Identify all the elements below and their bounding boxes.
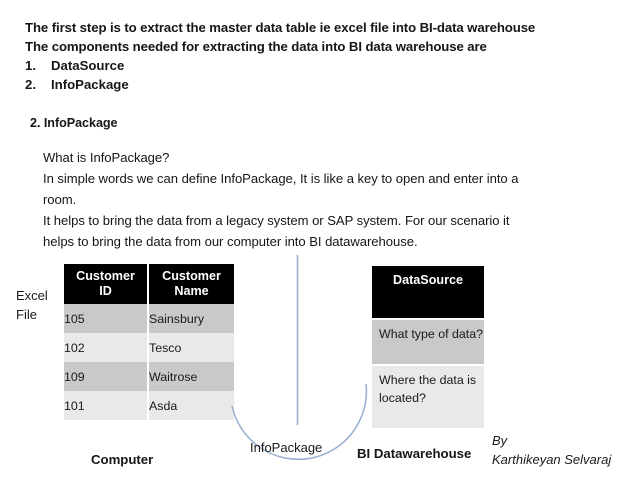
cell-customer-id: 109 <box>64 362 149 391</box>
intro-list-item-2: 2. InfoPackage <box>25 75 625 94</box>
header-customer-id-line-1: Customer <box>76 269 135 283</box>
credit-by: By <box>492 433 508 448</box>
intro-list-label-2: InfoPackage <box>51 77 129 92</box>
computer-caption: Computer <box>91 452 154 467</box>
intro-block: The first step is to extract the master … <box>25 18 625 94</box>
body-line-3: room. <box>43 192 77 207</box>
header-customer-name-line-1: Customer <box>162 269 221 283</box>
excel-file-label-line-1: Excel <box>16 288 48 303</box>
cell-customer-name: Sainsbury <box>149 304 234 333</box>
infopackage-caption: InfoPackage <box>250 440 323 455</box>
intro-list-item-1: 1. DataSource <box>25 56 625 75</box>
intro-list-label-1: DataSource <box>51 58 125 73</box>
datasource-question-1: What type of data? <box>372 320 484 364</box>
datasource-question-2: Where the data is located? <box>372 366 484 428</box>
table-header-row: Customer ID Customer Name <box>64 264 234 304</box>
section-heading: 2. InfoPackage <box>30 116 118 130</box>
bi-datawarehouse-caption: BI Datawarehouse <box>357 446 472 461</box>
body-line-2: In simple words we can define InfoPackag… <box>43 171 519 186</box>
table-header-customer-name: Customer Name <box>149 264 234 304</box>
table-header-customer-id: Customer ID <box>64 264 149 304</box>
intro-line-1: The first step is to extract the master … <box>25 20 536 35</box>
table-row: 105 Sainsbury <box>64 304 234 333</box>
table-row: 101 Asda <box>64 391 234 420</box>
header-customer-id-line-2: ID <box>99 284 112 298</box>
cell-customer-name: Tesco <box>149 333 234 362</box>
table-row: 109 Waitrose <box>64 362 234 391</box>
cell-customer-name: Waitrose <box>149 362 234 391</box>
datasource-stack: DataSource What type of data? Where the … <box>372 266 484 428</box>
excel-file-label: Excel File <box>16 286 48 324</box>
intro-list-number-1: 1. <box>25 58 36 73</box>
cell-customer-id: 101 <box>64 391 149 420</box>
intro-list-number-2: 2. <box>25 77 36 92</box>
header-customer-name-line-2: Name <box>174 284 209 298</box>
customer-table: Customer ID Customer Name 105 Sainsbury … <box>64 264 234 420</box>
cell-customer-name: Asda <box>149 391 234 420</box>
credit-author: Karthikeyan Selvaraj <box>492 452 612 467</box>
cell-customer-id: 105 <box>64 304 149 333</box>
cell-customer-id: 102 <box>64 333 149 362</box>
body-line-4: It helps to bring the data from a legacy… <box>43 213 510 228</box>
intro-line-2: The components needed for extracting the… <box>25 39 487 54</box>
body-line-5: helps to bring the data from our compute… <box>43 234 418 249</box>
excel-file-label-line-2: File <box>16 307 37 322</box>
datasource-title: DataSource <box>372 266 484 318</box>
author-credit: By Karthikeyan Selvaraj <box>492 431 611 469</box>
section-body: What is InfoPackage? In simple words we … <box>43 147 588 252</box>
body-line-1: What is InfoPackage? <box>43 150 170 165</box>
table-row: 102 Tesco <box>64 333 234 362</box>
